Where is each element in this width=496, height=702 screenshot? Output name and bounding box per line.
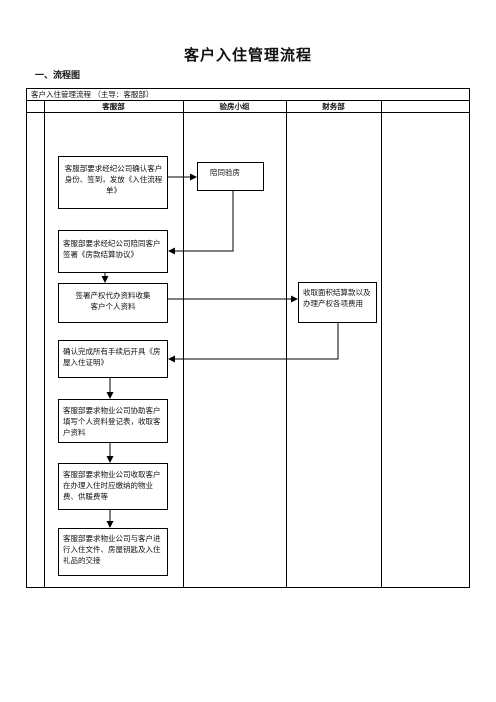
step-handover: 客服部要求物业公司与客户进行入住文件、房屋钥匙及入住礼品的交接 [58,528,168,576]
step-accompany-inspection: 陪同验房 [197,162,264,191]
column-divider [286,100,287,588]
column-divider [183,100,184,588]
header-divider [26,112,470,113]
section-heading: 一、流程图 [35,71,81,81]
column-divider [381,100,382,588]
arrow-fees-to-certificate [168,323,339,363]
column-divider [44,100,45,588]
arrow-inspection-to-settlement [168,191,234,255]
step-verify-identity: 客服部要求经纪公司确认客户身份、签到，发放《入住流程单》 [58,156,168,209]
step-collect-fees: 收取面积结算款以及办理产权各项费用 [298,282,377,323]
page-title: 客户入住管理流程 [183,46,312,64]
flowchart-caption: 客户入住管理流程 （主导：客服部） [31,90,154,99]
step-issue-certificate: 确认完成所有手续后开具《房屋入住证明》 [58,340,168,378]
step-sign-settlement: 客服部要求经纪公司陪同客户签署《房款结算协议》 [58,230,168,273]
column-header-customer-service: 客服部 [102,102,125,111]
column-header-inspection-team: 验房小组 [219,102,250,111]
column-header-finance: 财务部 [322,102,345,111]
step-fill-registration: 客服部要求物业公司协助客户填写个人资料登记表，收取客户资料 [58,399,168,443]
flowchart-frame [26,88,470,588]
step-property-documents: 签署产权代办资料收集客户个人资料 [58,283,168,323]
caption-divider [26,100,470,101]
step-collect-property-fees: 客服部要求物业公司收取客户在办理入住时应缴纳的物业费、供暖费等 [58,463,168,510]
